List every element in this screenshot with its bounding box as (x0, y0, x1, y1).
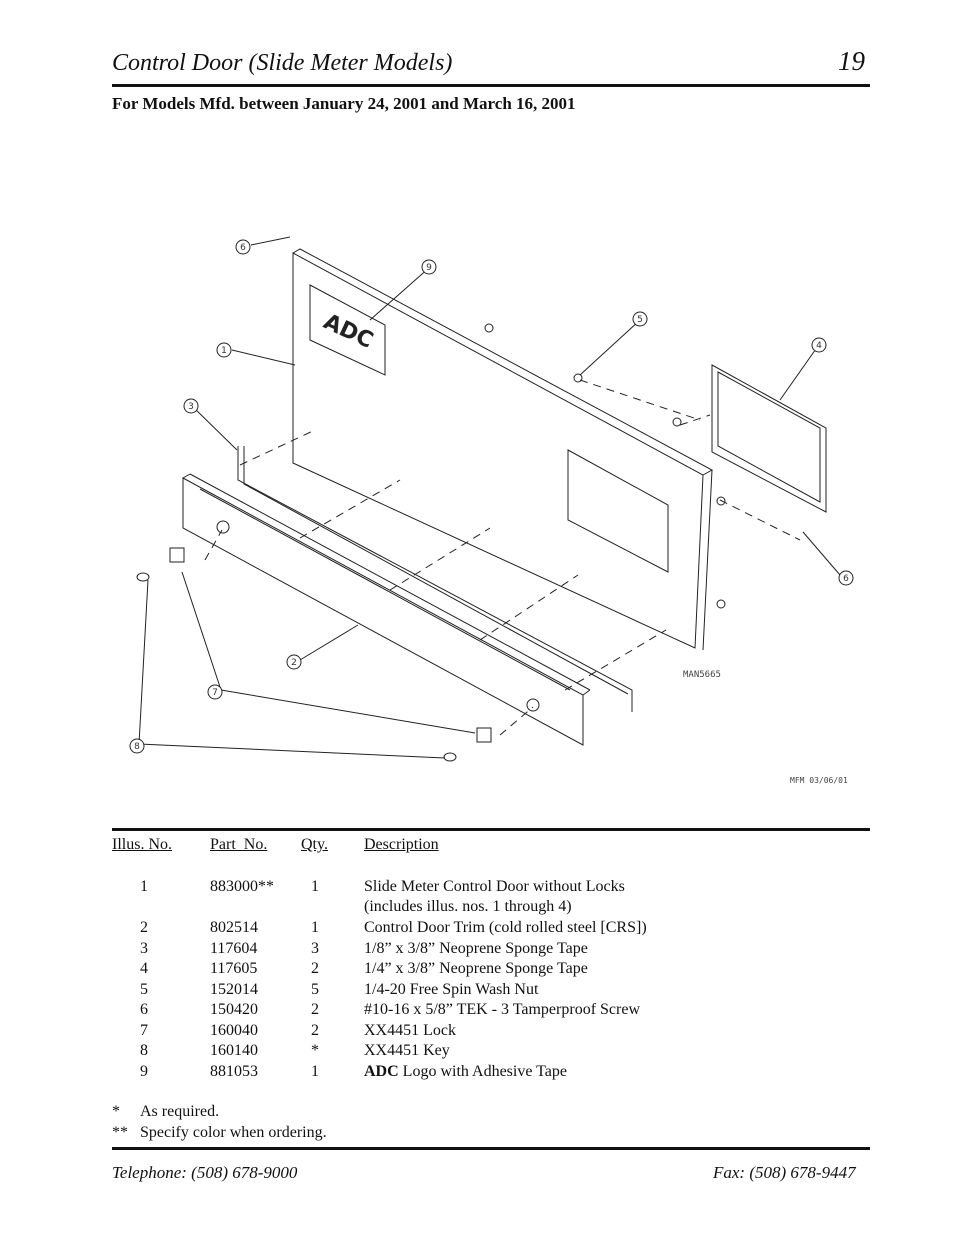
table-cell-desc: #10-16 x 5/8” TEK - 3 Tamperproof Screw (364, 1001, 640, 1018)
drawing-code: MAN5665 (683, 670, 721, 680)
table-cell-desc: 1/4” x 3/8” Neoprene Sponge Tape (364, 960, 588, 977)
callout-2: 2 (291, 658, 297, 668)
callout-7: 7 (212, 688, 218, 698)
page-number: 19 (838, 46, 865, 76)
table-cell-qty: 2 (311, 1022, 319, 1039)
exploded-parts-diagram: 6 9 5 4 1 3 6 2 7 8 ADC MAN5665 MFM 03/0… (129, 236, 854, 785)
adc-brand-text: ADC (364, 1063, 399, 1080)
table-cell-desc: XX4451 Lock (364, 1022, 456, 1039)
header-rule (112, 84, 870, 87)
table-cell-part: 117604 (210, 940, 258, 957)
table-cell-desc: XX4451 Key (364, 1042, 450, 1059)
callout-8: 8 (134, 742, 140, 752)
table-cell-part: 883000** (210, 878, 274, 895)
note-text: As required. (140, 1103, 220, 1120)
col-header-illus: Illus. No. (112, 836, 172, 853)
note-mark: * (112, 1103, 120, 1120)
table-cell-illus: 9 (140, 1063, 148, 1080)
footer-fax: Fax: (508) 678-9447 (713, 1163, 856, 1182)
table-cell-illus: 2 (140, 919, 148, 936)
table-cell-part: 117605 (210, 960, 258, 977)
footer-telephone: Telephone: (508) 678-9000 (112, 1163, 298, 1182)
table-cell-desc: Slide Meter Control Door without Locks (364, 878, 625, 895)
table-cell-desc: 1/8” x 3/8” Neoprene Sponge Tape (364, 940, 588, 957)
table-cell-qty: 3 (311, 940, 319, 957)
table-cell-part: 152014 (210, 981, 258, 998)
table-cell-part: 160140 (210, 1042, 258, 1059)
table-cell-illus: 3 (140, 940, 148, 957)
col-header-description: Description (364, 836, 439, 853)
callout-6b: 6 (843, 574, 849, 584)
table-cell-qty: 1 (311, 919, 319, 936)
callout-3: 3 (188, 402, 194, 412)
table-cell-illus: 5 (140, 981, 148, 998)
footer-rule (112, 1147, 870, 1150)
table-top-rule (112, 828, 870, 831)
table-cell-part: 802514 (210, 919, 258, 936)
note-text: Specify color when ordering. (140, 1124, 327, 1141)
table-cell-illus: 4 (140, 960, 148, 977)
table-cell-illus: 1 (140, 878, 148, 895)
page-title: Control Door (Slide Meter Models) (112, 50, 453, 76)
table-cell-qty: * (311, 1042, 319, 1059)
revision-stamp: MFM 03/06/01 (790, 776, 848, 785)
table-cell-qty: 2 (311, 960, 319, 977)
models-subtitle: For Models Mfd. between January 24, 2001… (112, 94, 576, 113)
table-cell-desc: Control Door Trim (cold rolled steel [CR… (364, 919, 647, 936)
table-cell-desc-note: (includes illus. nos. 1 through 4) (364, 898, 572, 915)
callout-9: 9 (426, 263, 432, 273)
table-cell-part: 881053 (210, 1063, 258, 1080)
table-cell-qty: 2 (311, 1001, 319, 1018)
table-cell-desc: 1/4-20 Free Spin Wash Nut (364, 981, 539, 998)
callout-1: 1 (221, 346, 227, 356)
callout-4: 4 (816, 341, 822, 351)
table-cell-part: 160040 (210, 1022, 258, 1039)
table-cell-illus: 7 (140, 1022, 148, 1039)
table-cell-illus: 8 (140, 1042, 148, 1059)
table-cell-qty: 1 (311, 1063, 319, 1080)
table-cell-desc: ADC Logo with Adhesive Tape (364, 1062, 567, 1083)
callout-6: 6 (240, 243, 246, 253)
table-cell-illus: 6 (140, 1001, 148, 1018)
callout-5: 5 (637, 315, 643, 325)
table-cell-qty: 5 (311, 981, 319, 998)
col-header-part: Part No. (210, 836, 268, 853)
table-cell-desc-text: Logo with Adhesive Tape (398, 1063, 568, 1080)
table-cell-qty: 1 (311, 878, 319, 895)
note-mark: ** (112, 1124, 128, 1141)
col-header-qty: Qty. (301, 836, 328, 853)
table-cell-part: 150420 (210, 1001, 258, 1018)
